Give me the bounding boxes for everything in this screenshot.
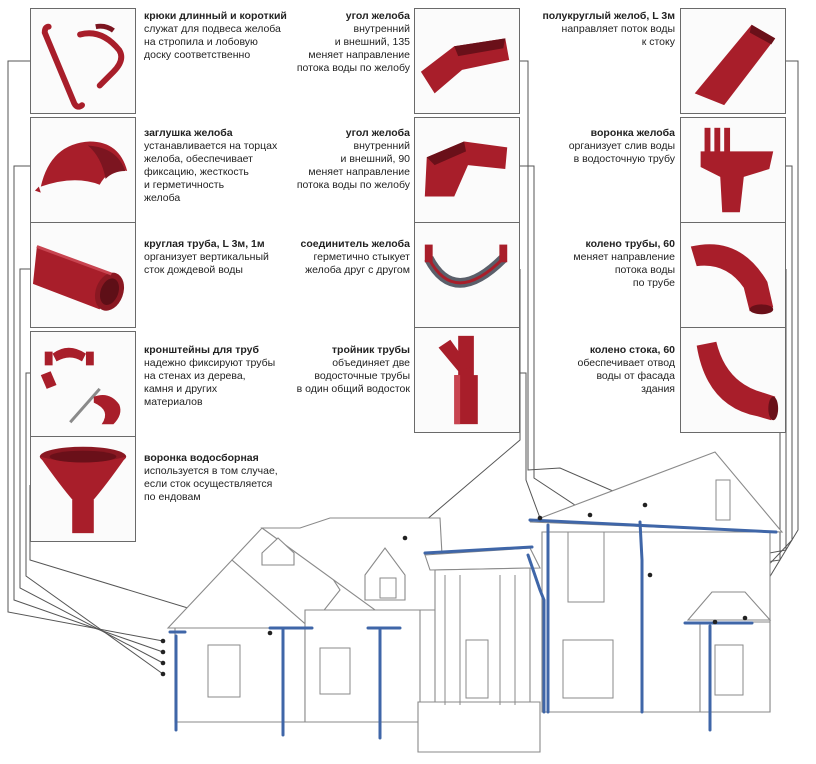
product-text: организует слив воды в водосточную трубу — [568, 140, 675, 165]
product-text: организует вертикальный сток дождевой во… — [144, 251, 269, 276]
product-title: тройник трубы — [331, 344, 410, 356]
gutter-connector-icon — [424, 244, 508, 288]
product-text: объединяет две водосточные трубы в один … — [296, 357, 410, 395]
product-frame — [414, 117, 520, 223]
product-frame — [414, 8, 520, 114]
product-description: заглушка желоба устанавливается на торца… — [144, 127, 304, 205]
product-text: направляет поток воды к стоку — [561, 23, 675, 48]
gutter-funnel-icon — [700, 127, 774, 213]
product-description: угол желоба внутренний и внешний, 135 ме… — [260, 10, 410, 75]
product-title: круглая труба, L 3м, 1м — [144, 238, 265, 250]
leader-line — [744, 60, 799, 619]
product-description: тройник трубы объединяет две водосточные… — [260, 344, 410, 396]
window — [567, 531, 605, 603]
product-description: воронка желоба организует слив воды в во… — [520, 127, 675, 166]
window — [715, 479, 731, 521]
product-frame — [414, 222, 520, 328]
gutter-corner-90-icon — [424, 141, 508, 197]
round-pipe-icon — [32, 245, 125, 311]
downpipe — [638, 520, 644, 714]
leader-line — [7, 60, 164, 642]
product-description: колено трубы, 60 меняет направление пото… — [520, 238, 675, 290]
pipe-brackets-icon — [40, 347, 121, 425]
window — [714, 644, 744, 696]
gutter — [423, 545, 534, 555]
leader-line — [520, 372, 541, 519]
product-title: соединитель желоба — [300, 238, 410, 250]
product-title: кронштейны для труб — [144, 344, 259, 356]
product-text: внутренний и внешний, 90 меняет направле… — [296, 140, 410, 191]
product-description: круглая труба, L 3м, 1м организует верти… — [144, 238, 304, 277]
product-text: служат для подвеса желоба на стропила и … — [144, 23, 281, 61]
product-frame — [680, 222, 786, 328]
product-text: внутренний и внешний, 135 меняет направл… — [296, 23, 410, 74]
product-title: заглушка желоба — [144, 127, 233, 139]
product-title: колено трубы, 60 — [585, 238, 675, 250]
leader-line — [25, 372, 164, 675]
leader-line — [520, 60, 646, 506]
product-title: крюки длинный и короткий — [144, 10, 287, 22]
leader-line — [404, 269, 521, 539]
product-text: устанавливается на торцах желоба, обеспе… — [144, 140, 278, 204]
product-description: крюки длинный и короткий служат для подв… — [144, 10, 304, 62]
product-title: воронка водосборная — [144, 452, 259, 464]
gutter — [528, 518, 778, 534]
gutter-hooks-icon — [41, 23, 125, 110]
product-frame — [680, 8, 786, 114]
outlet-elbow-icon — [696, 341, 779, 421]
product-text: обеспечивает отвод воды от фасада здания — [577, 357, 675, 395]
leader-line — [19, 268, 164, 664]
cupola — [261, 537, 295, 566]
gutter-end-cap-icon — [34, 141, 128, 193]
product-title: воронка желоба — [590, 127, 675, 139]
product-description: соединитель желоба герметично стыкует же… — [260, 238, 410, 277]
product-frame — [30, 8, 136, 114]
leader-line — [13, 165, 164, 653]
window — [207, 644, 241, 698]
product-title: угол желоба — [345, 10, 410, 22]
center-wall — [304, 609, 421, 723]
product-frame — [30, 117, 136, 223]
product-text: герметично стыкует желоба друг с другом — [305, 251, 410, 276]
product-frame — [30, 222, 136, 328]
pipe-tee-icon — [438, 335, 478, 425]
product-frame — [680, 327, 786, 433]
product-description: кронштейны для труб надежно фиксируют тр… — [144, 344, 304, 409]
product-description: полукруглый желоб, L 3м направляет поток… — [520, 10, 675, 49]
porch-rail — [417, 701, 541, 753]
product-frame — [30, 436, 136, 542]
half-round-gutter-icon — [694, 24, 776, 106]
product-frame — [30, 331, 136, 437]
leader-line — [520, 165, 591, 516]
main-gable — [529, 451, 784, 533]
product-text: меняет направление потока воды по трубе — [573, 251, 675, 289]
product-description: угол желоба внутренний и внешний, 90 мен… — [260, 127, 410, 192]
right-gable-small — [686, 591, 772, 621]
window — [465, 639, 489, 699]
window — [562, 639, 614, 699]
product-text: надежно фиксируют трубы на стенах из дер… — [144, 357, 276, 408]
product-title: угол желоба — [345, 127, 410, 139]
product-description: колено стока, 60 обеспечивает отвод воды… — [520, 344, 675, 396]
gutter-corner-135-icon — [420, 38, 510, 94]
window — [379, 577, 397, 599]
dormer — [364, 547, 406, 601]
downpipe — [526, 553, 546, 714]
product-title: колено стока, 60 — [589, 344, 675, 356]
product-frame — [680, 117, 786, 223]
pipe-elbow-icon — [690, 244, 774, 315]
product-description: воронка водосборная используется в том с… — [144, 452, 304, 504]
product-text: используется в том случае, если сток осу… — [144, 465, 278, 503]
product-frame — [414, 327, 520, 433]
window — [319, 647, 351, 695]
product-title: полукруглый желоб, L 3м — [542, 10, 675, 22]
collector-funnel-icon — [39, 446, 127, 534]
